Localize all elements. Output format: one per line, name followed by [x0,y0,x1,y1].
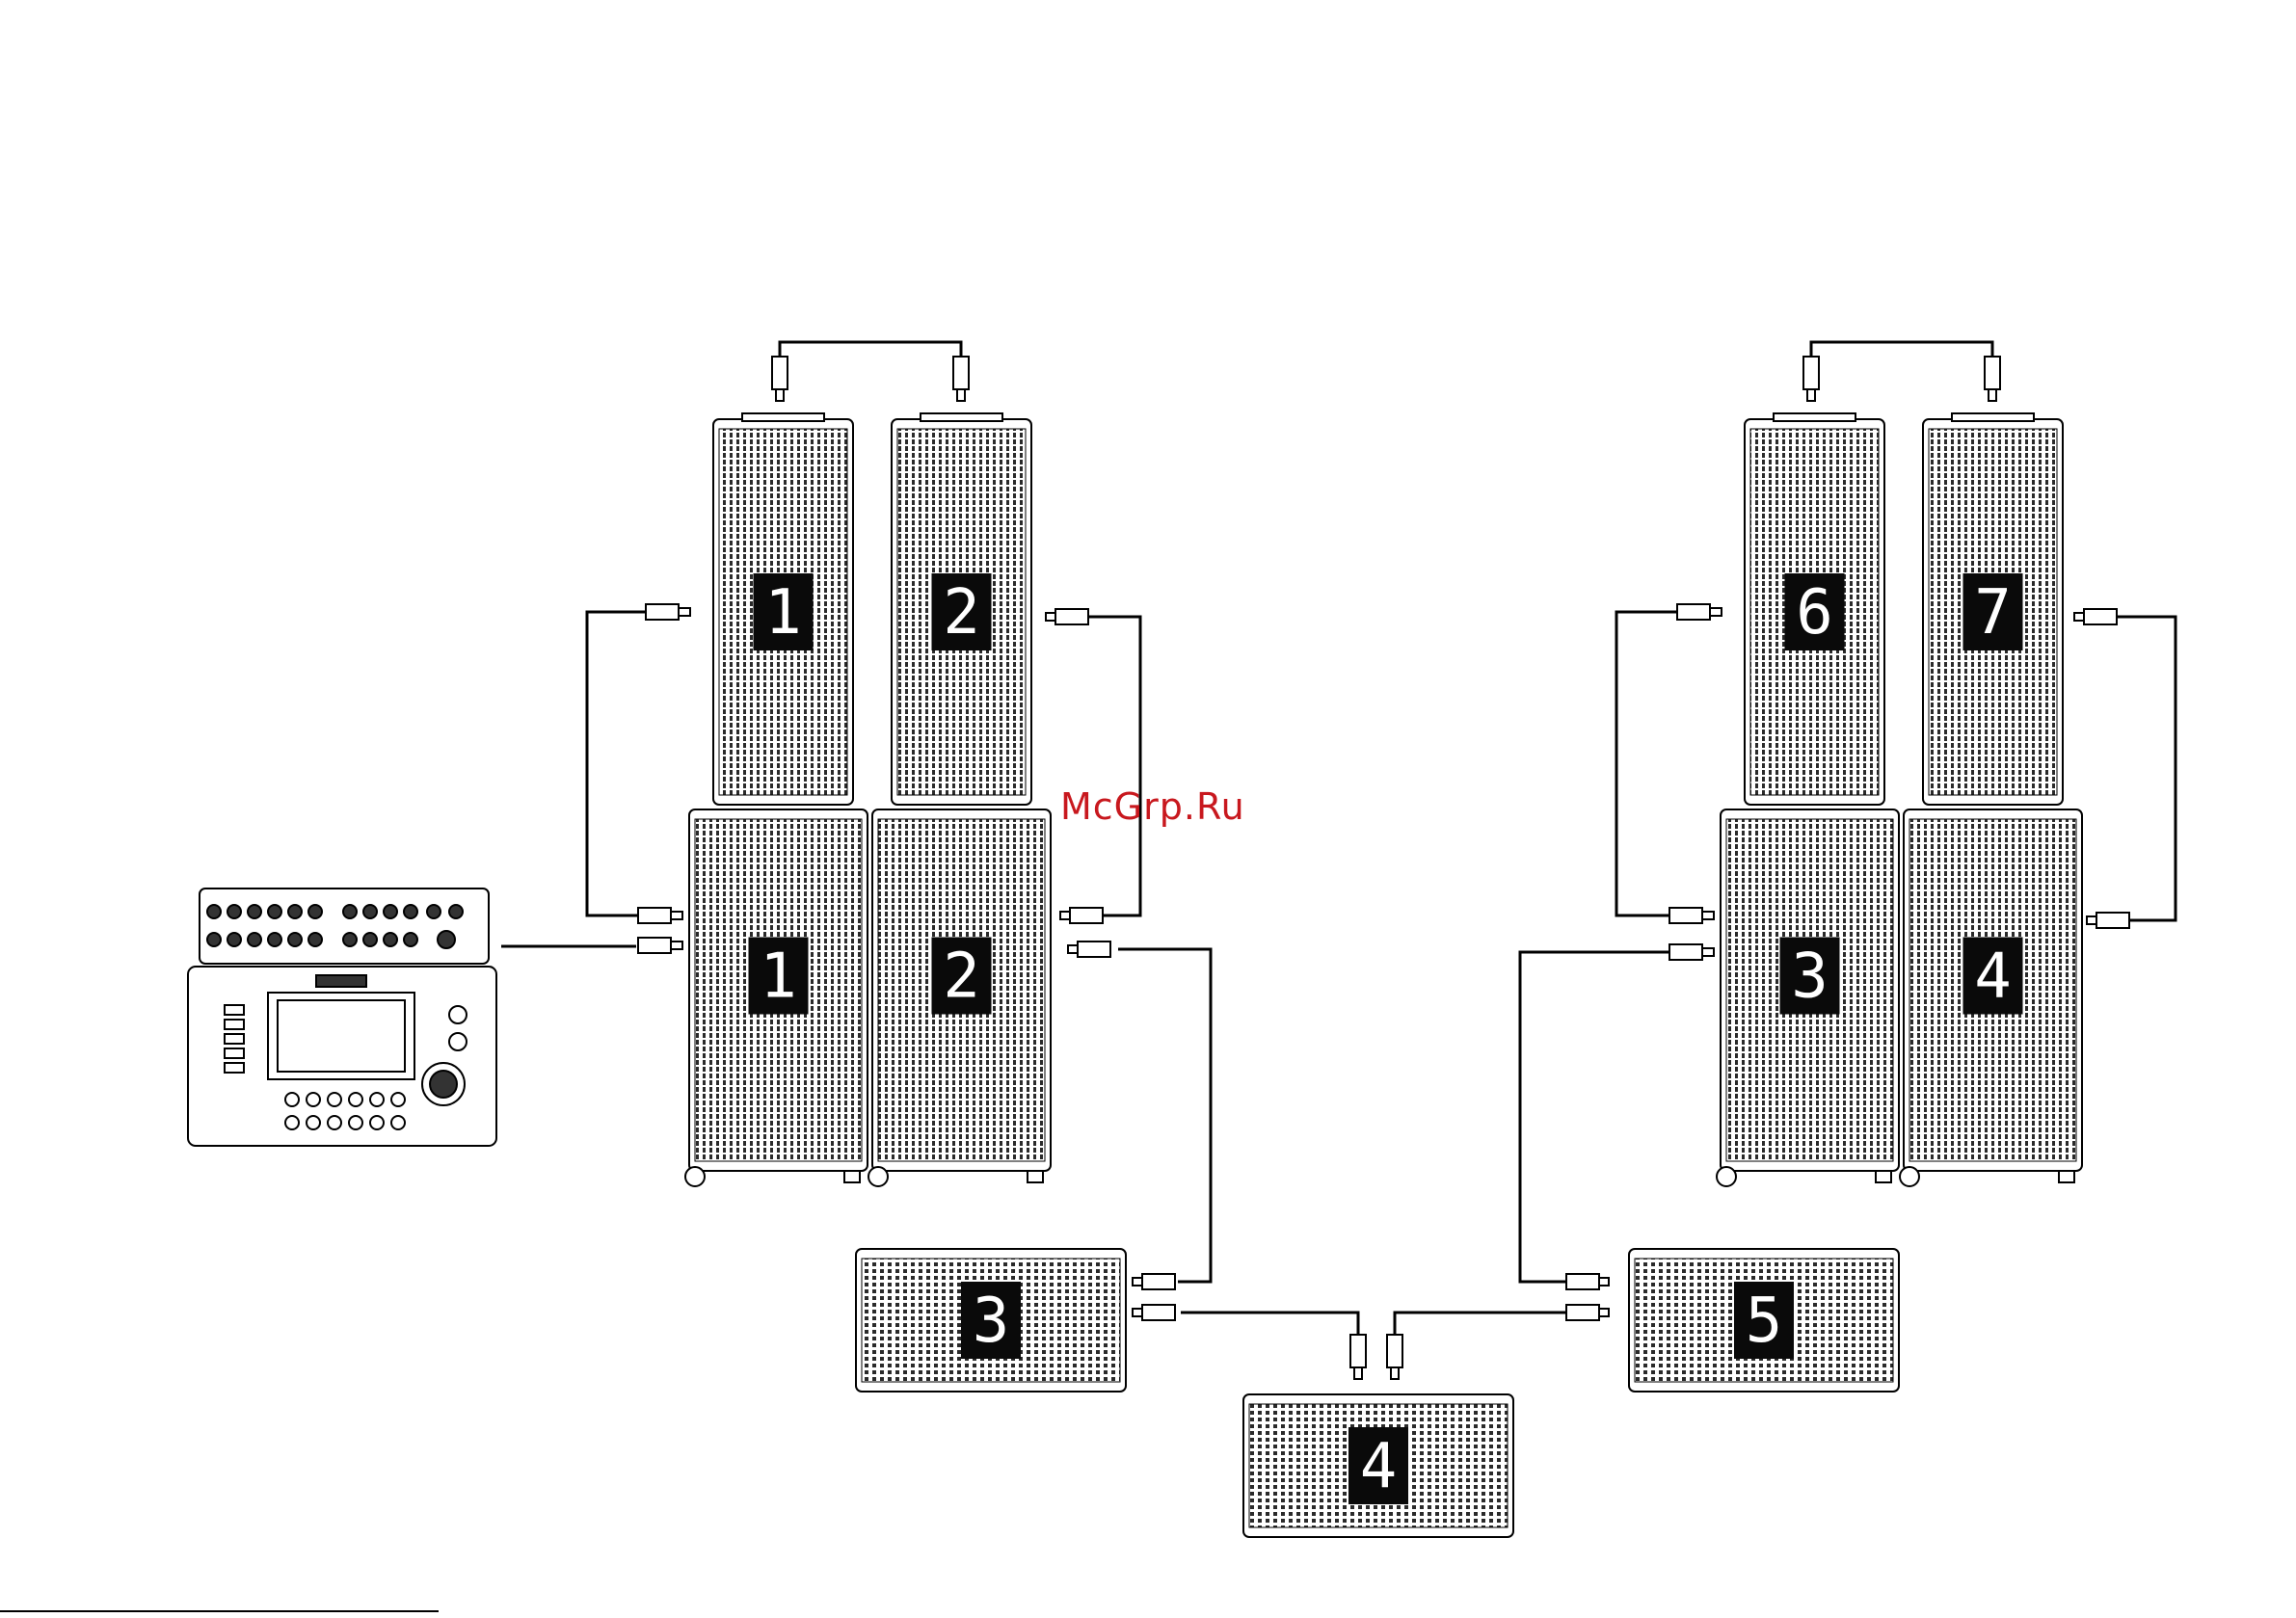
xlr-plug-icon [1669,944,1714,960]
floor-sub-speaker: 4 [1243,1394,1513,1537]
xlr-plug-icon [1060,908,1103,923]
speaker-id-digit: 5 [1746,1286,1783,1357]
cable-sub3-to-top6 [1616,612,1677,915]
mixer-side-buttons [225,1005,244,1073]
xlr-plug-icon [1387,1335,1402,1379]
cable-top1-to-sub1 [587,612,646,915]
top-speaker: 7 [1923,413,2063,805]
sub-wheel [685,1167,705,1186]
cable-top7-to-sub4 [2116,617,2176,920]
top-handle [742,413,824,421]
xlr-plug-icon [1803,357,1819,401]
cable-top6-to-top7 [1811,342,1992,390]
sub-foot [1876,1171,1891,1182]
speaker-id-digit: 3 [1791,942,1829,1013]
cable-floor4-to-floor5 [1395,1313,1566,1335]
cable-top1-to-top2 [780,342,961,390]
xlr-plug-icon [1133,1274,1175,1289]
xlr-plug-icon [1566,1305,1609,1320]
speaker-id-digit: 3 [973,1286,1010,1357]
digital-mixer [188,889,496,1146]
xlr-plug-icon [1046,609,1088,624]
cable-floor3-to-floor4 [1181,1313,1358,1335]
mixer-stagebox [200,889,489,964]
mixer-small-knob [449,1006,467,1023]
xlr-plug-icon [1566,1274,1609,1289]
sub-speaker: 1 [685,809,868,1186]
speaker-id-digit: 7 [1974,577,2012,649]
sub-speaker: 2 [868,809,1051,1186]
xlr-plug-icon [638,938,682,953]
cable-floor5-to-sub3 [1520,952,1672,1282]
sub-foot [1028,1171,1043,1182]
watermark-text: McGrp.Ru [1060,785,1245,828]
xlr-plug-icon [2074,609,2117,624]
speaker-id-digit: 2 [943,942,980,1013]
speaker-id-digit: 6 [1796,577,1833,649]
top-handle [1952,413,2034,421]
sub-speaker: 4 [1900,809,2082,1186]
xlr-plug-icon [1985,357,2000,401]
xlr-plug-icon [772,357,788,401]
top-handle [921,413,1002,421]
speakers: 1 2 6 7 1 2 3 4 3 4 5 [685,413,2082,1537]
sub-foot [844,1171,860,1182]
speaker-id-digit: 4 [1360,1431,1398,1502]
speaker-id-digit: 1 [764,577,802,649]
mixer-screen-inner [278,1000,405,1072]
top-speaker: 2 [892,413,1031,805]
floor-sub-speaker: 3 [856,1249,1126,1392]
cable-sub2-to-floor3 [1118,949,1211,1282]
mixer-main-knob-cap [430,1071,457,1098]
sub-wheel [1900,1167,1919,1186]
mixer-small-knob [449,1033,467,1050]
xlr-plug-icon [646,604,690,620]
cable-top2-to-sub2 [1089,617,1140,915]
sub-wheel [868,1167,888,1186]
top-speaker: 1 [713,413,853,805]
top-handle [1774,413,1855,421]
sub-speaker: 3 [1717,809,1899,1186]
speaker-id-digit: 1 [760,942,797,1013]
xlr-plug-icon [1350,1335,1366,1379]
xlr-plug-icon [1677,604,1722,620]
xlr-plug-icon [638,908,682,923]
xlr-plug-icon [1669,908,1714,923]
xlr-plug-icon [1133,1305,1175,1320]
xlr-plug-icon [1068,942,1110,957]
sub-wheel [1717,1167,1736,1186]
sub-foot [2059,1171,2074,1182]
xlr-plug-icon [953,357,969,401]
mixer-logo [316,975,366,987]
xlr-plug-icon [2087,913,2129,928]
speaker-id-digit: 2 [943,577,980,649]
floor-sub-speaker: 5 [1629,1249,1899,1392]
speaker-id-digit: 4 [1974,942,2012,1013]
top-speaker: 6 [1745,413,1884,805]
